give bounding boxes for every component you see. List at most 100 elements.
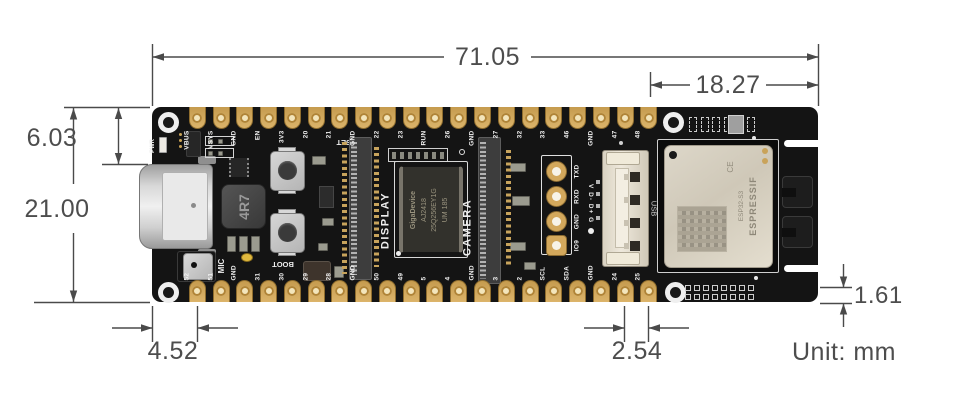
- usbc-shield-pad-top: [198, 156, 216, 164]
- boot-button-cap: [278, 223, 297, 242]
- pad-column: [374, 147, 379, 267]
- pin-label-bottom-31: 31: [254, 272, 262, 281]
- footprint-pad: [694, 285, 700, 291]
- pin-pad-bottom-4: [283, 280, 301, 302]
- pin-label-bottom-3: 3: [492, 276, 500, 281]
- mounting-hole-bottom-left: [157, 281, 179, 303]
- pin-label-bottom-GND: GND: [230, 265, 238, 281]
- silk-box: [205, 136, 234, 146]
- footprint-pad: [703, 285, 709, 291]
- footprint-pad: [712, 293, 718, 300]
- reset-button-cap: [278, 161, 297, 180]
- pin-pad-bottom-15: [545, 280, 563, 302]
- pin-pad-top-16: [569, 107, 587, 129]
- pin-label-top-GND: GND: [349, 130, 357, 146]
- pin-pad-top-14: [521, 107, 539, 129]
- pin-label-top-GND: GND: [230, 130, 238, 146]
- pin-pad-bottom-1: [212, 280, 230, 302]
- pin-pad-bottom-5: [307, 280, 325, 302]
- pad-column: [342, 142, 347, 274]
- small-ic: [229, 158, 249, 177]
- jst-pin-slot: [624, 195, 640, 205]
- pin-label-bottom-51: 51: [207, 272, 215, 281]
- pin-pad-bottom-13: [497, 280, 515, 302]
- pin-pad-bottom-10: [426, 280, 444, 302]
- pin-label-bottom-29: 29: [302, 272, 310, 281]
- capacitor: [239, 236, 248, 252]
- jst-pin-slot: [624, 172, 640, 182]
- silk-box: [205, 148, 234, 158]
- pin-label-bottom-SDA: SDA: [563, 265, 571, 281]
- test-point: [619, 141, 623, 145]
- pin-label-bottom-5: 5: [420, 276, 428, 281]
- jst-pin-slot: [624, 218, 640, 228]
- jst-cavity: [615, 168, 629, 248]
- pin-label-top-VSYS: VSYS: [207, 130, 215, 149]
- pin-pad-bottom-8: [378, 280, 396, 302]
- jst-pin-slot: [624, 241, 640, 251]
- pin-label-bottom-GND: GND: [587, 265, 595, 281]
- pin-pad-top-7: [355, 107, 373, 129]
- pin-pad-bottom-19: [640, 280, 658, 302]
- pin-label-top-RUN: RUN: [420, 130, 428, 145]
- capacitor: [251, 236, 260, 252]
- antenna-feed-dot: [762, 148, 768, 154]
- jst-tab: [606, 152, 640, 165]
- module-pin1-dot: [669, 151, 677, 159]
- dim-edge-to-pin: 4.52: [147, 337, 199, 365]
- pin-label-top-21: 21: [325, 130, 333, 138]
- pin-label-top-3V3: 3V3: [278, 130, 286, 143]
- camera-fpc-connector: [478, 137, 501, 284]
- mic-port: [191, 262, 197, 268]
- flash-silk-outline: [394, 161, 468, 258]
- pin-pad-top-10: [426, 107, 444, 129]
- footprint-pad: [748, 293, 754, 300]
- footprint-pad: [721, 285, 727, 291]
- dim-pin-pitch: 2.54: [611, 337, 663, 365]
- resistor: [512, 196, 530, 206]
- mounting-hole-top-right: [662, 111, 684, 133]
- pin-label-bottom-24: 24: [611, 272, 619, 281]
- pin-label-bottom-28: 28: [325, 272, 333, 281]
- pin-label-bottom-52: 52: [183, 272, 191, 281]
- pin-label-top-46: 46: [563, 130, 571, 138]
- tantalum-cap: [241, 253, 253, 262]
- pin-pad-bottom-12: [473, 280, 491, 302]
- flash-pin1-dot: [396, 251, 401, 256]
- pin-pad-top-18: [616, 107, 634, 129]
- footprint-pad: [685, 293, 691, 300]
- footprint-pad: [685, 285, 691, 291]
- pin-pad-top-2: [236, 107, 254, 129]
- via-dot: [179, 139, 182, 142]
- resistor: [318, 243, 328, 251]
- pin-label-top-20: 20: [302, 130, 310, 138]
- pin-label-bottom-30: 30: [278, 272, 286, 281]
- pin-label-top-27: 27: [492, 130, 500, 138]
- dim-board-height: 21.00: [24, 194, 90, 223]
- antenna-meander: [782, 216, 813, 248]
- pin-label-top-26: 26: [444, 130, 452, 138]
- uart-pad-IO9: [546, 234, 567, 256]
- pin-label-top-48: 48: [634, 130, 642, 138]
- pin-label-bottom-GND: GND: [349, 265, 357, 281]
- inductor: [221, 184, 266, 229]
- pin-label-bottom-4: 4: [444, 276, 452, 281]
- dim-top-to-usb: 6.03: [26, 123, 78, 152]
- pin-pad-bottom-18: [616, 280, 634, 302]
- mounting-hole-bottom-right: [664, 281, 686, 303]
- display-fpc-connector: [349, 137, 372, 280]
- usb-c-inner-plate: [162, 172, 208, 241]
- antenna-slot: [784, 140, 818, 147]
- footprint-pad: [712, 117, 720, 132]
- via-dot: [179, 145, 182, 148]
- pin-pad-bottom-6: [331, 280, 349, 302]
- test-point: [752, 136, 756, 140]
- pin-pad-bottom-9: [402, 280, 420, 302]
- pin-label-top-GND: GND: [468, 130, 476, 146]
- footprint-pad: [730, 285, 736, 291]
- usb-conn-pins-label: V D- D+ G: [587, 184, 594, 224]
- pin-pad-bottom-7: [355, 280, 373, 302]
- pin-pad-top-0: [188, 107, 206, 129]
